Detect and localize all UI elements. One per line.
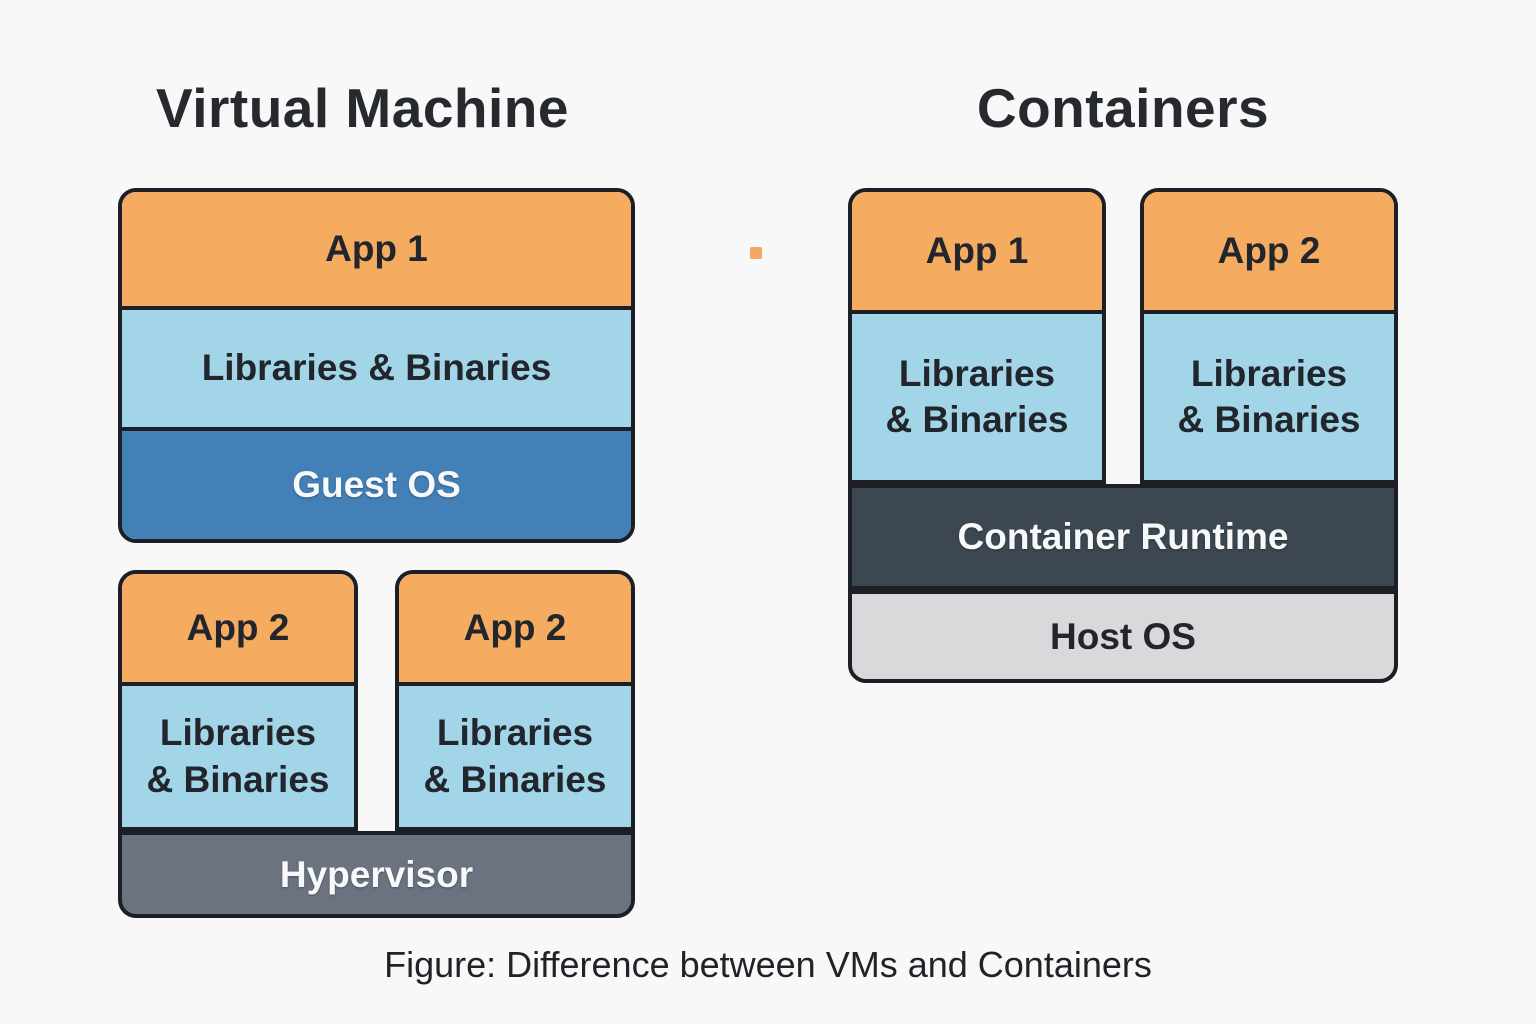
vm-app2-right-libraries-block: Libraries & Binaries [399,682,631,827]
vm-app2-left-block: App 2 [122,574,354,682]
container-app1-box: App 1 Libraries & Binaries [848,188,1106,484]
libs-line1: Libraries [898,352,1056,394]
vm-guest-os-block: Guest OS [122,427,631,539]
libs-line2: & Binaries [146,758,330,800]
container-app2-block: App 2 [1144,192,1394,310]
figure-caption: Figure: Difference between VMs and Conta… [384,944,1152,985]
container-runtime-bar: Container Runtime [848,484,1398,590]
containers-column-title: Containers [976,77,1270,139]
vm-libraries-binaries-block: Libraries & Binaries [122,306,631,427]
libs-line2: & Binaries [885,399,1069,440]
libs-line2: & Binaries [423,758,607,800]
host-os-bar: Host OS [848,590,1398,683]
accent-dot [750,247,762,259]
vm-app2-right-block: App 2 [399,574,631,682]
container-app2-box: App 2 Libraries & Binaries [1140,188,1398,484]
libs-line2: & Binaries [1177,399,1361,440]
vm-main-stack: App 1 Libraries & Binaries Guest OS [118,188,635,543]
libs-line1: Libraries [1190,352,1348,394]
container-app1-block: App 1 [852,192,1102,310]
vm-app2-box-right: App 2 Libraries & Binaries [395,570,635,831]
libs-line1: Libraries [159,712,317,754]
libs-line1: Libraries [436,712,594,754]
container-app1-libraries-block: Libraries & Binaries [852,310,1102,480]
vm-column-title: Virtual Machine [156,77,569,139]
vm-app2-box-left: App 2 Libraries & Binaries [118,570,358,831]
container-app2-libraries-block: Libraries & Binaries [1144,310,1394,480]
vm-app2-left-libraries-block: Libraries & Binaries [122,682,354,827]
hypervisor-bar: Hypervisor [118,831,635,918]
vm-app1-block: App 1 [122,192,631,306]
